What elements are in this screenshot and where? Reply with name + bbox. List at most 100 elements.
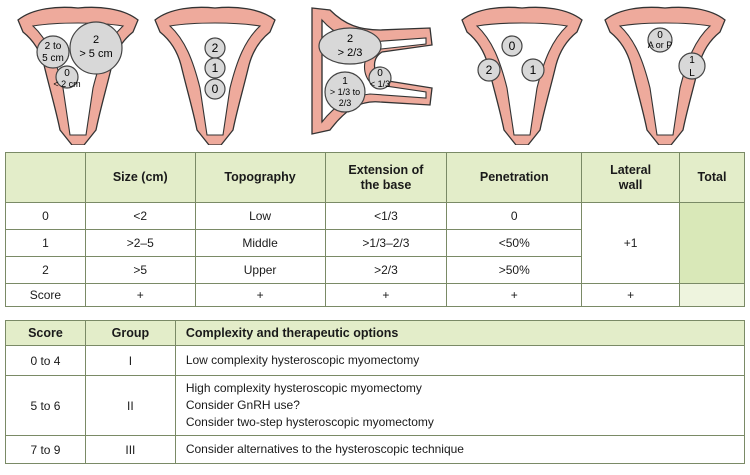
uterus-diagrams: 2 > 5 cm 2 to 5 cm 0 < 2 cm 2 1 0 2 >	[17, 6, 726, 145]
lateral-label-2: L	[689, 68, 695, 79]
diagram-lateral-wall: 0 A or P 1 L	[604, 6, 726, 145]
lateral-wall-cell: +1	[581, 202, 681, 284]
myoma-low	[204, 78, 226, 100]
myoma-pen-right	[521, 58, 545, 82]
group-row-3: 7 to 9 III Consider alternatives to the …	[5, 435, 746, 464]
header-extension-l1: Extension of	[348, 162, 424, 177]
topography-label-upper: 2	[212, 41, 219, 55]
header-options: Complexity and therapeutic options	[174, 320, 746, 346]
extension-small-label-2: < 1/3	[370, 79, 390, 89]
penetration-cell: >50%	[446, 256, 583, 284]
lateral-label-1: 1	[689, 55, 695, 66]
extension-cell: <1/3	[324, 202, 448, 230]
row-label: 1	[5, 229, 86, 257]
size-cell: <2	[84, 202, 196, 230]
header-penetration: Penetration	[446, 152, 583, 203]
myoma-small-label-2: < 2 cm	[53, 79, 80, 89]
myoma-medium-label-1: 2 to	[45, 41, 62, 52]
header-score: Score	[5, 320, 86, 346]
score-lateral: +	[581, 283, 681, 307]
header-group: Group	[84, 320, 176, 346]
size-cell: >5	[84, 256, 196, 284]
topography-cell: Upper	[194, 256, 326, 284]
option-line: Consider GnRH use?	[185, 398, 300, 412]
extension-large-label-2: > 2/3	[338, 47, 363, 59]
myoma-ap	[647, 27, 673, 53]
lateral-ap-label-1: 0	[657, 30, 663, 41]
myoma-lateral	[678, 52, 706, 80]
extension-medium-label-3: 2/3	[339, 98, 352, 108]
row-label: 2	[5, 256, 86, 284]
header-blank	[5, 152, 86, 203]
penetration-label-0: 0	[509, 39, 516, 53]
extension-medium-label-1: 1	[342, 76, 348, 87]
header-total: Total	[679, 152, 745, 203]
group-score: 7 to 9	[5, 435, 86, 464]
myoma-large-label-1: 2	[93, 34, 99, 46]
topography-cell: Middle	[194, 229, 326, 257]
extension-large-label-1: 2	[347, 33, 353, 45]
score-row-1: 1 >2–5 Middle >1/3–2/3 <50%	[5, 229, 745, 257]
group-table: Score Group Complexity and therapeutic o…	[5, 320, 746, 464]
score-topography: +	[194, 283, 326, 307]
option-line: Consider two-step hysteroscopic myomecto…	[185, 415, 434, 429]
header-lateral-l2: wall	[618, 177, 643, 192]
group-id: III	[84, 435, 176, 464]
score-label: Score	[5, 283, 86, 307]
total-cell	[679, 202, 745, 284]
diagram-topography: 2 1 0	[154, 6, 276, 145]
myoma-pen-top	[501, 35, 523, 57]
header-topography: Topography	[194, 152, 326, 203]
myoma-medium	[36, 35, 70, 69]
score-extension: +	[324, 283, 448, 307]
group-id: I	[84, 345, 176, 376]
score-total	[679, 283, 745, 307]
header-size: Size (cm)	[84, 152, 196, 203]
diagram-penetration: 0 2 1	[461, 6, 583, 145]
group-score: 5 to 6	[5, 375, 86, 436]
size-cell: >2–5	[84, 229, 196, 257]
topography-cell: Low	[194, 202, 326, 230]
topography-label-middle: 1	[212, 61, 219, 75]
option-line: High complexity hysteroscopic myomectomy	[185, 381, 422, 395]
myoma-base-medium	[324, 71, 366, 113]
group-options: High complexity hysteroscopic myomectomy…	[174, 375, 746, 436]
row-label: 0	[5, 202, 86, 230]
group-options: Consider alternatives to the hysteroscop…	[174, 435, 746, 464]
group-row-2: 5 to 6 II High complexity hysteroscopic …	[5, 375, 746, 436]
extension-cell: >2/3	[324, 256, 448, 284]
score-sum-row: Score + + + + +	[5, 283, 745, 307]
score-row-0: 0 <2 Low <1/3 0 +1	[5, 202, 745, 284]
group-row-1: 0 to 4 I Low complexity hysteroscopic my…	[5, 345, 746, 376]
header-extension-l2: the base	[360, 177, 412, 192]
option-line: Low complexity hysteroscopic myomectomy	[185, 353, 420, 367]
group-score: 0 to 4	[5, 345, 86, 376]
penetration-cell: 0	[446, 202, 583, 230]
diagram-extension: 2 > 2/3 1 > 1/3 to 2/3 0 < 1/3	[311, 7, 433, 135]
option-line: Consider alternatives to the hysteroscop…	[185, 442, 464, 456]
group-id: II	[84, 375, 176, 436]
group-options: Low complexity hysteroscopic myomectomy	[174, 345, 746, 376]
diagram-size: 2 > 5 cm 2 to 5 cm 0 < 2 cm	[17, 6, 139, 145]
lateral-ap-label-2: A or P	[648, 40, 673, 50]
penetration-label-2: 2	[486, 63, 493, 77]
group-header-row: Score Group Complexity and therapeutic o…	[5, 320, 746, 346]
myoma-pen-left	[477, 58, 501, 82]
extension-small-label-1: 0	[377, 68, 383, 79]
penetration-cell: <50%	[446, 229, 583, 257]
myoma-small-label-1: 0	[64, 68, 70, 79]
myoma-medium-label-2: 5 cm	[42, 53, 64, 64]
myoma-middle	[204, 57, 226, 79]
myoma-base-large	[318, 27, 382, 65]
extension-cell: >1/3–2/3	[324, 229, 448, 257]
score-penetration: +	[446, 283, 583, 307]
myoma-large	[69, 21, 123, 75]
topography-label-low: 0	[212, 82, 219, 96]
penetration-label-1: 1	[530, 63, 537, 77]
myoma-large-label-2: > 5 cm	[79, 48, 112, 60]
